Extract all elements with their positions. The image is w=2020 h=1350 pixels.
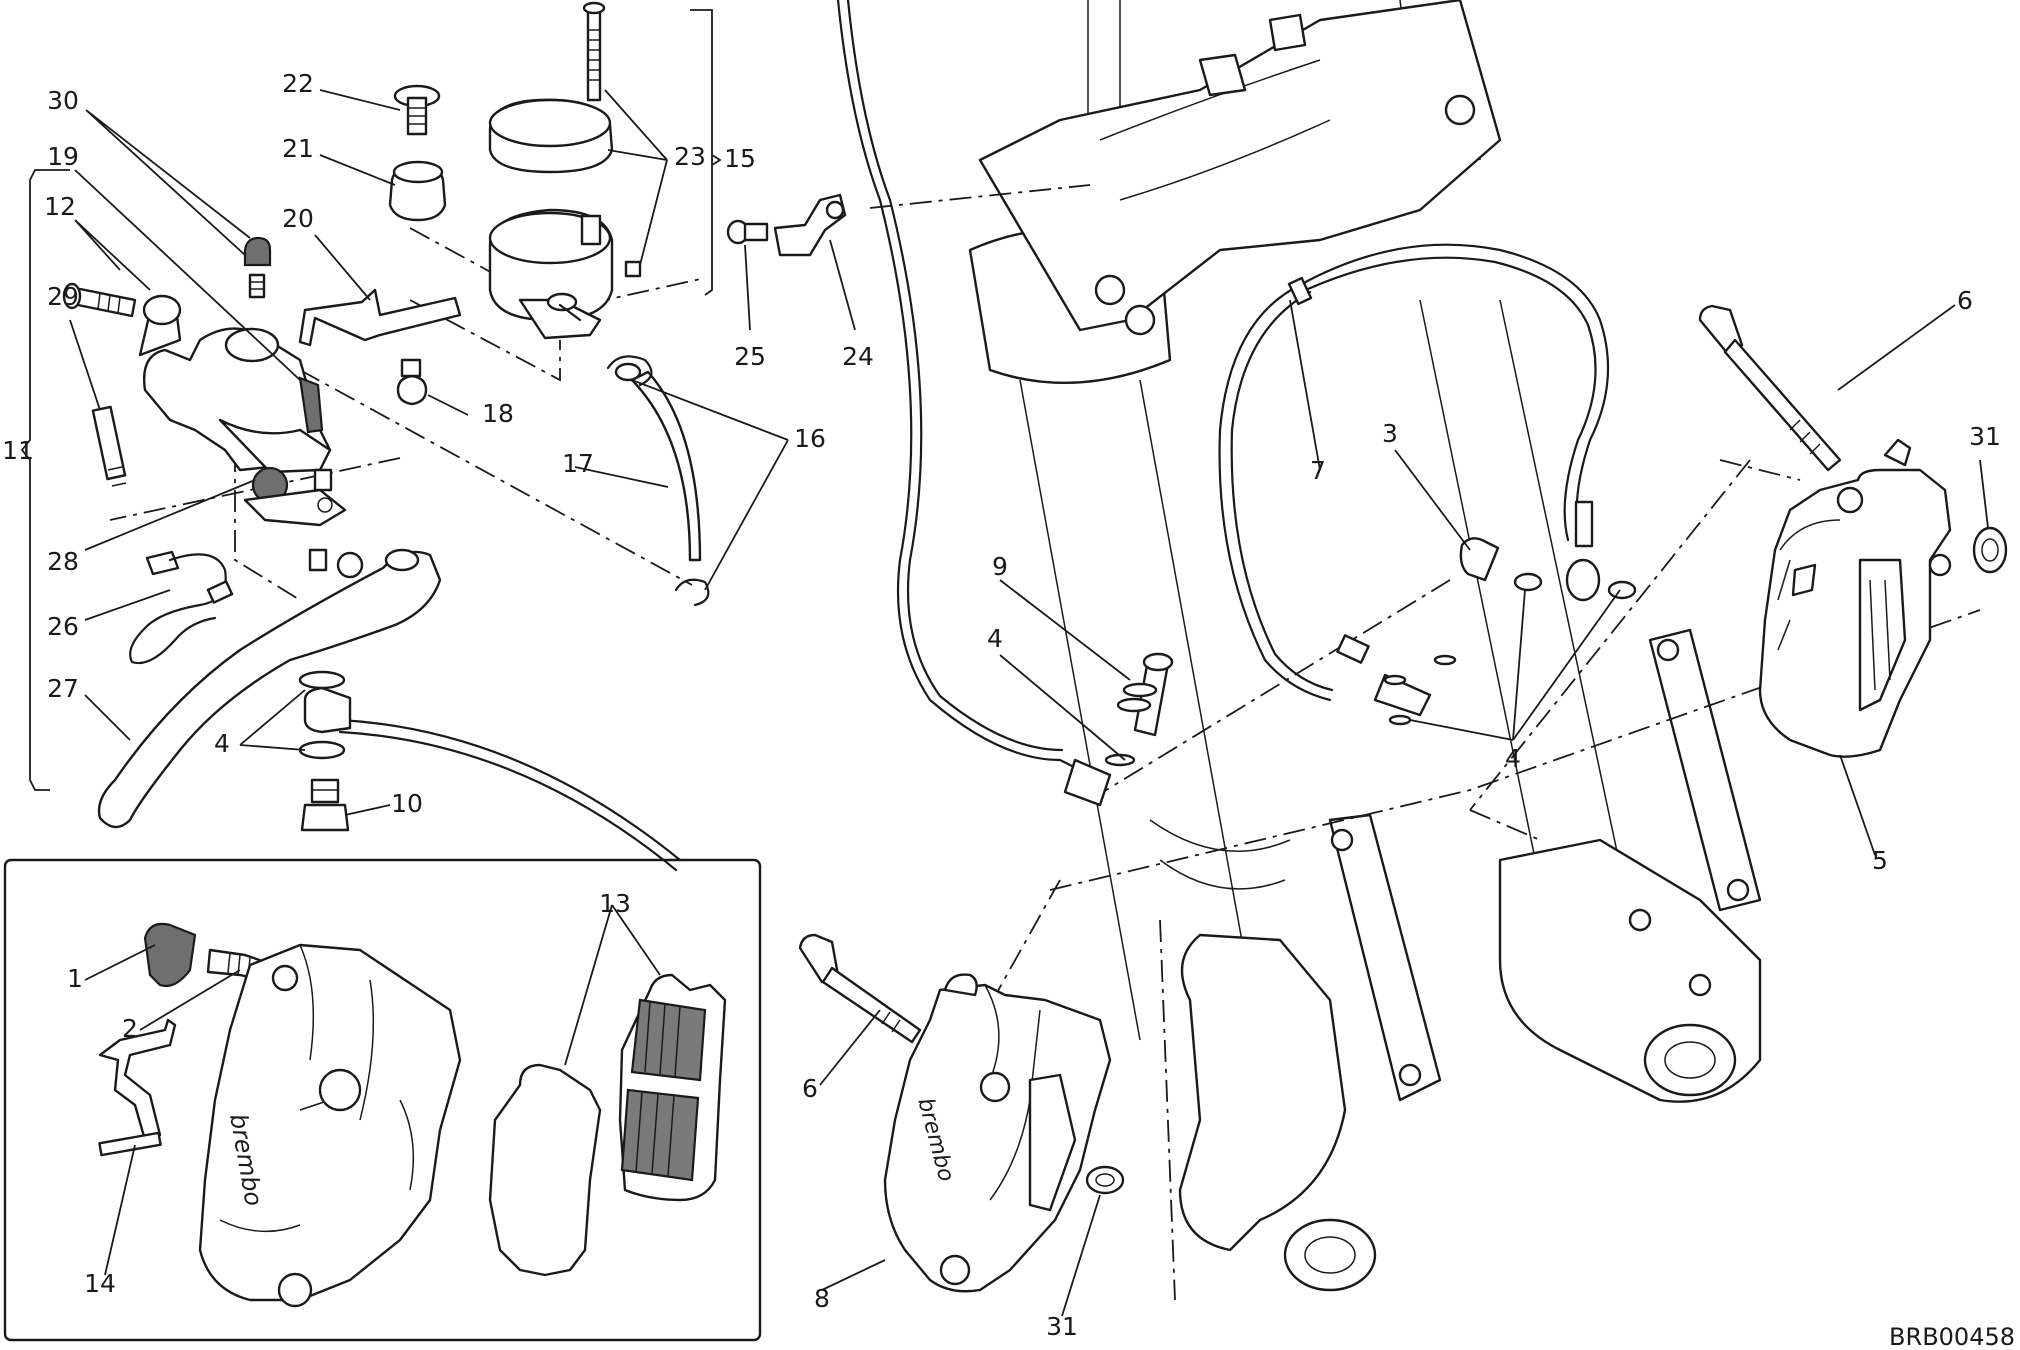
grommet-screw bbox=[393, 84, 441, 136]
bleeder-cap-1 bbox=[143, 922, 197, 988]
switch-cable bbox=[129, 550, 234, 665]
banjo-bolt-9 bbox=[1104, 652, 1174, 767]
callout-5: 5 bbox=[1872, 846, 1888, 875]
callout-6-left: 6 bbox=[802, 1074, 818, 1103]
callout-labels: 1 2 3 4 4 4 5 6 6 7 8 9 10 11 12 13 14 1… bbox=[2, 69, 2015, 1350]
callout-6-right: 6 bbox=[1957, 286, 1973, 315]
callout-21: 21 bbox=[282, 134, 314, 163]
callout-9: 9 bbox=[992, 552, 1008, 581]
lever-brake-line bbox=[338, 718, 682, 862]
caliper-bolt-left bbox=[798, 933, 922, 1044]
bleeder-valve-3 bbox=[1459, 537, 1637, 600]
callout-29: 29 bbox=[47, 282, 79, 311]
inset-frame bbox=[3, 858, 762, 1342]
pad-spring-clip bbox=[98, 1018, 177, 1157]
bracket-screw bbox=[726, 219, 769, 245]
leader-lines bbox=[20, 9, 1989, 1317]
brake-line-end bbox=[1063, 758, 1112, 807]
reservoir-bracket bbox=[298, 288, 462, 347]
brake-lever bbox=[97, 550, 442, 829]
callout-18: 18 bbox=[482, 399, 514, 428]
callout-12: 12 bbox=[44, 192, 76, 221]
brake-pad-back bbox=[488, 1063, 602, 1277]
callout-17: 17 bbox=[562, 449, 594, 478]
fluid-reservoir bbox=[488, 1, 642, 340]
callout-25: 25 bbox=[734, 342, 766, 371]
callout-3: 3 bbox=[1382, 419, 1398, 448]
callout-22: 22 bbox=[282, 69, 314, 98]
caliper-bolt-right bbox=[1698, 304, 1842, 472]
callout-4-right: 4 bbox=[1505, 744, 1521, 773]
diagram-code: BRB00458 bbox=[1889, 1323, 2015, 1350]
callout-7: 7 bbox=[1310, 456, 1326, 485]
callout-11: 11 bbox=[2, 436, 34, 465]
callout-30: 30 bbox=[47, 86, 79, 115]
callout-31-left: 31 bbox=[1046, 1312, 1078, 1341]
brake-pad-front bbox=[618, 973, 727, 1202]
callout-23: 23 bbox=[674, 142, 706, 171]
callout-24: 24 bbox=[842, 342, 874, 371]
washer-31-right bbox=[1972, 526, 2008, 574]
callout-19: 19 bbox=[47, 142, 79, 171]
caliper-hose bbox=[1218, 243, 1610, 726]
fork-frame-drawing bbox=[968, 0, 1762, 1292]
lever-banjo-group bbox=[298, 670, 352, 832]
callout-16: 16 bbox=[794, 424, 826, 453]
callout-8: 8 bbox=[814, 1284, 830, 1313]
caliper-left bbox=[883, 973, 1112, 1293]
bracket-nut bbox=[396, 374, 428, 406]
lever-pivot bbox=[384, 548, 420, 572]
master-cylinder-assembly bbox=[62, 236, 364, 579]
callout-14: 14 bbox=[84, 1269, 116, 1298]
callout-28: 28 bbox=[47, 547, 79, 576]
callout-20: 20 bbox=[282, 204, 314, 233]
hose-bracket bbox=[773, 193, 847, 257]
inset-caliper bbox=[198, 943, 462, 1308]
washer-31-left bbox=[1085, 1165, 1125, 1195]
callout-13: 13 bbox=[599, 889, 631, 918]
callout-15: 15 bbox=[724, 144, 756, 173]
callout-26: 26 bbox=[47, 612, 79, 641]
callout-4-mid: 4 bbox=[987, 624, 1003, 653]
callout-27: 27 bbox=[47, 674, 79, 703]
main-brake-line bbox=[836, 0, 1102, 782]
caliper-right bbox=[1758, 438, 1952, 758]
callout-2: 2 bbox=[122, 1014, 138, 1043]
alignment-lines bbox=[109, 184, 1981, 1301]
callout-31-right: 31 bbox=[1969, 422, 2001, 451]
callout-4-lever: 4 bbox=[214, 729, 230, 758]
callout-10: 10 bbox=[391, 789, 423, 818]
reservoir-hose bbox=[606, 355, 710, 607]
callout-1: 1 bbox=[67, 964, 83, 993]
